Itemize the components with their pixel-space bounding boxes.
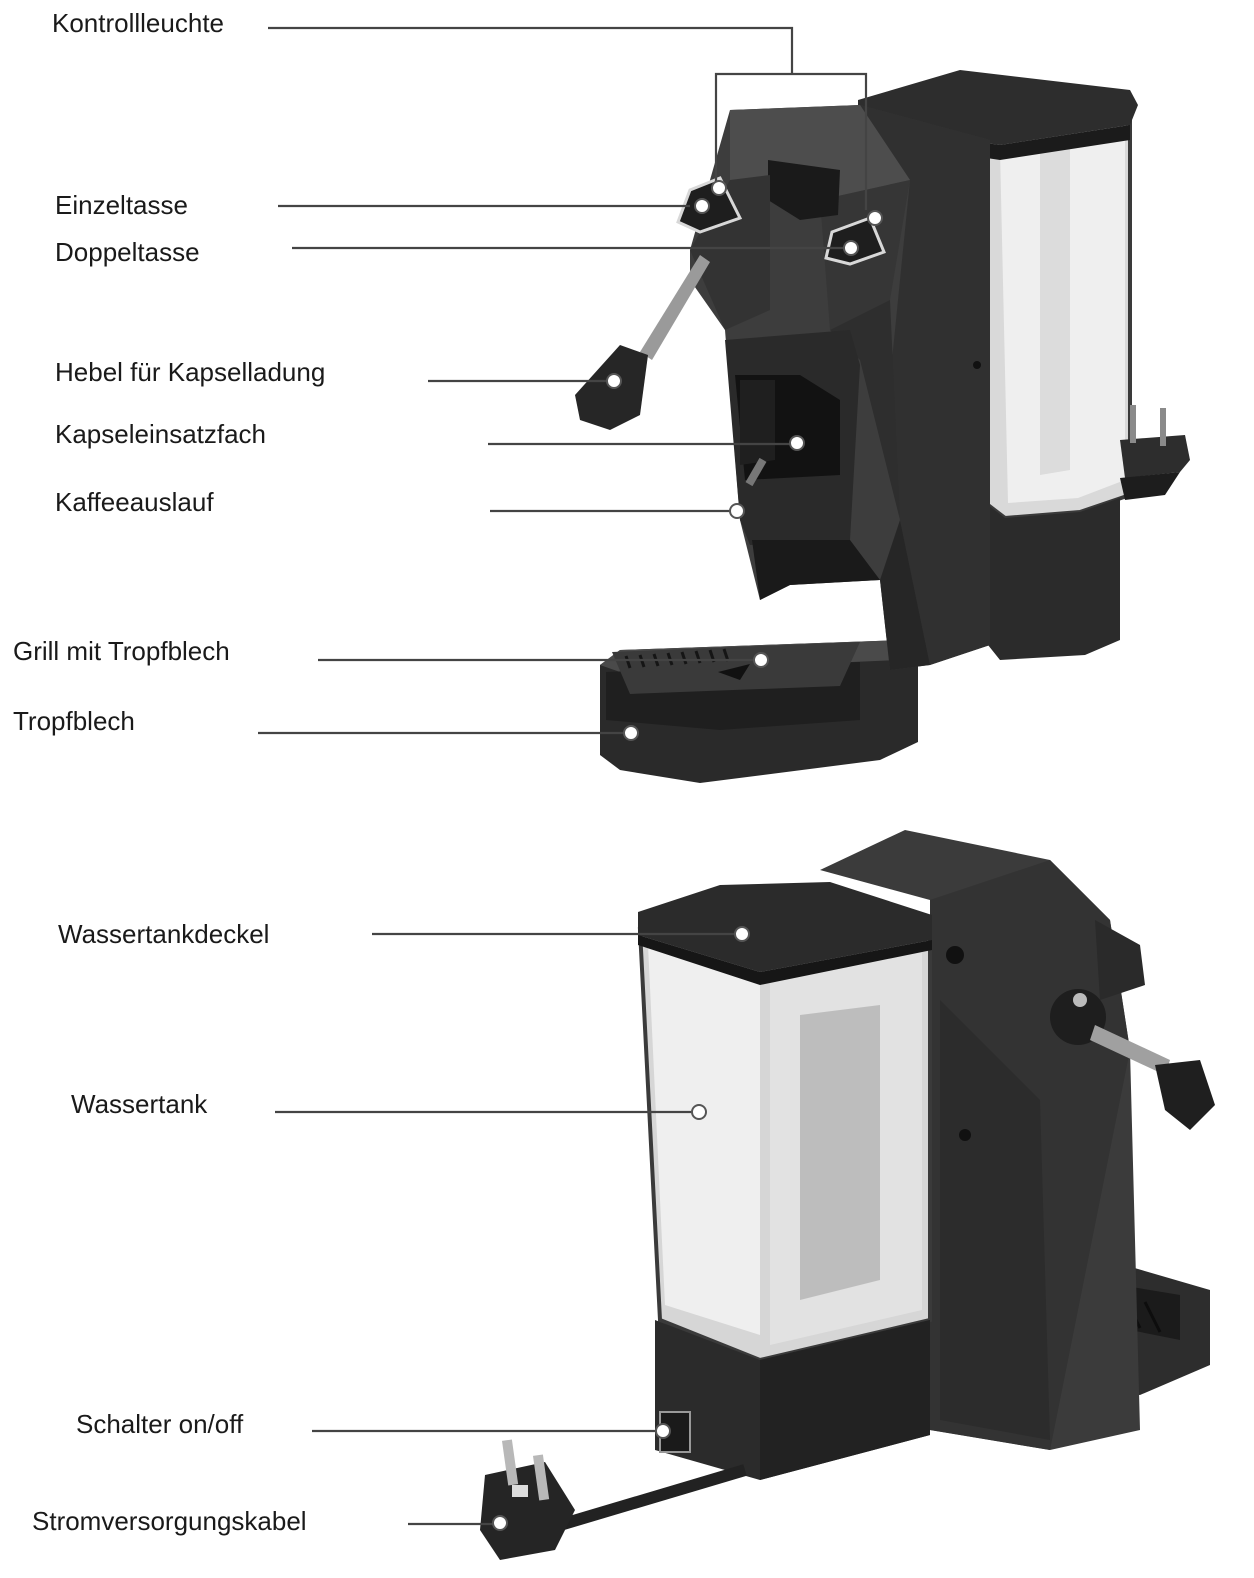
callout-markers [492,180,883,1531]
drip-tray [600,640,918,783]
machine-front-view [575,70,1190,783]
label-kapseleinsatzfach: Kapseleinsatzfach [55,419,267,449]
water-tank-front [858,70,1138,660]
label-kaffeeauslauf: Kaffeeauslauf [55,487,214,517]
label-kontrollleuchte: Kontrollleuchte [52,8,224,38]
machine-rear-view [480,830,1215,1560]
label-hebel: Hebel für Kapselladung [55,357,326,387]
leader-lines [258,26,868,1526]
label-schalter: Schalter on/off [76,1409,244,1439]
label-einzeltasse: Einzeltasse [55,190,188,220]
label-grill: Grill mit Tropfblech [13,636,230,666]
label-tropfblech: Tropfblech [13,706,135,736]
label-wassertank: Wassertank [71,1089,208,1119]
plug-front [1120,405,1190,500]
label-wassertankdeckel: Wassertankdeckel [58,919,270,949]
label-kabel: Stromversorgungskabel [32,1506,307,1536]
label-doppeltasse: Doppeltasse [55,237,200,267]
main-body-front [690,105,990,670]
lever-front [575,255,710,430]
